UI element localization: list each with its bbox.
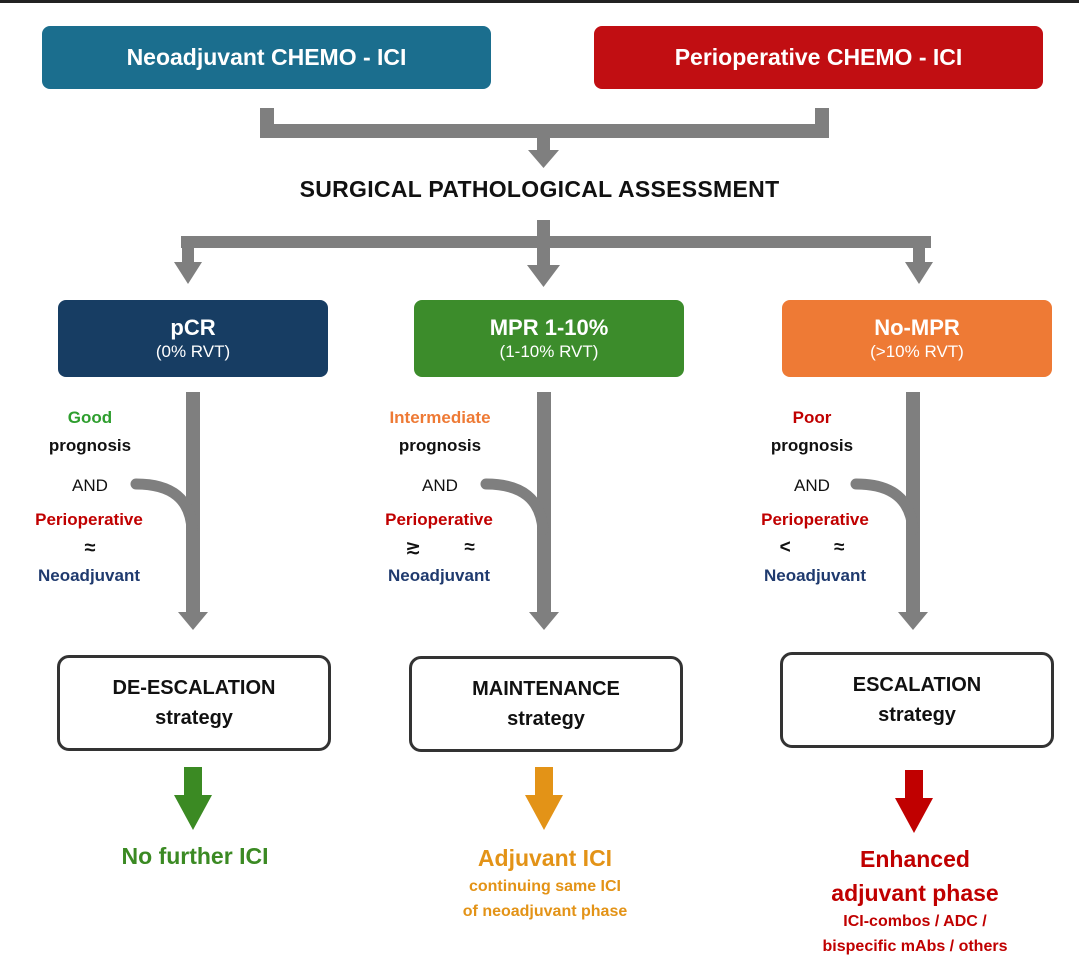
col1-neoadjuvant: Neoadjuvant xyxy=(37,566,141,585)
de-escalation-strategy-box: DE-ESCALATION strategy xyxy=(57,655,331,751)
col2-perioperative: Perioperative xyxy=(385,510,493,529)
split-left-arrow-head xyxy=(174,262,202,284)
col1-merge-curve xyxy=(130,478,198,536)
col3-and: AND xyxy=(794,476,830,495)
col3-prognosis: prognosis xyxy=(770,436,854,455)
outcome-orange-shaft xyxy=(535,767,553,797)
col3-prognosis-word: Poor xyxy=(792,408,832,427)
outcome-orange-head xyxy=(525,795,563,830)
top-border-line xyxy=(0,0,1079,3)
outcome-enhanced-title-2: adjuvant phase xyxy=(831,880,999,906)
col2-merge-curve xyxy=(480,478,549,536)
col1-prognosis-word: Good xyxy=(67,408,113,427)
col3-down-shaft xyxy=(906,392,920,614)
no-mpr-title: No-MPR xyxy=(874,314,960,340)
mpr-title: MPR 1-10% xyxy=(489,314,609,340)
de-escalation-strategy-word: strategy xyxy=(155,707,233,729)
split-mid-arrow-head xyxy=(527,265,560,287)
perioperative-chemo-ici-box: Perioperative CHEMO - ICI xyxy=(594,26,1043,89)
de-escalation-label: DE-ESCALATION xyxy=(112,677,276,699)
outcome-enhanced-title-1: Enhanced xyxy=(860,846,970,872)
mpr-subtitle: (1-10% RVT) xyxy=(499,341,599,361)
pcr-title: pCR xyxy=(170,314,216,340)
col3-down-head xyxy=(898,612,928,630)
col3-neoadjuvant: Neoadjuvant xyxy=(763,566,867,585)
outcome-adjuvant-detail-2: of neoadjuvant phase xyxy=(462,903,628,920)
no-mpr-box: No-MPR (>10% RVT) xyxy=(782,300,1052,377)
col3-relation: < ≈ xyxy=(779,537,845,558)
neoadjuvant-chemo-ici-label: Neoadjuvant CHEMO - ICI xyxy=(126,44,407,70)
maintenance-strategy-box: MAINTENANCE strategy xyxy=(409,656,683,752)
escalation-strategy-word: strategy xyxy=(878,704,956,726)
outcome-green-shaft xyxy=(184,767,202,797)
split-right-arrow-head xyxy=(905,262,933,284)
split-mid-drop xyxy=(537,236,550,270)
col2-prognosis: prognosis xyxy=(398,436,482,455)
outcome-red-head xyxy=(895,798,933,833)
col1-relation: ≈ xyxy=(84,537,96,559)
outcome-adjuvant-ici: Adjuvant ICI xyxy=(477,845,613,871)
outcome-green-head xyxy=(174,795,212,830)
outcome-no-further-ici: No further ICI xyxy=(121,843,269,869)
split-bar xyxy=(181,236,931,248)
surgical-pathological-assessment-heading: SURGICAL PATHOLOGICAL ASSESSMENT xyxy=(299,176,780,202)
split-left-drop xyxy=(182,236,194,266)
col2-neoadjuvant: Neoadjuvant xyxy=(387,566,491,585)
col1-down-head xyxy=(178,612,208,630)
outcome-enhanced-detail-2: bispecific mAbs / others xyxy=(822,938,1008,955)
col1-perioperative: Perioperative xyxy=(35,510,143,529)
col1-down-shaft xyxy=(186,392,200,614)
col3-merge-curve xyxy=(850,478,919,536)
col1-and: AND xyxy=(72,476,108,495)
col1-prognosis: prognosis xyxy=(48,436,132,455)
merge-arrow-head xyxy=(528,150,559,168)
escalation-label: ESCALATION xyxy=(852,674,982,696)
mpr-box: MPR 1-10% (1-10% RVT) xyxy=(414,300,684,377)
split-right-drop xyxy=(913,236,925,266)
neoadjuvant-chemo-ici-box: Neoadjuvant CHEMO - ICI xyxy=(42,26,491,89)
outcome-enhanced-detail-1: ICI-combos / ADC / xyxy=(843,913,987,930)
col2-down-head xyxy=(529,612,559,630)
pcr-box: pCR (0% RVT) xyxy=(58,300,328,377)
col3-perioperative: Perioperative xyxy=(761,510,869,529)
merge-bracket-bar xyxy=(260,124,829,138)
maintenance-strategy-word: strategy xyxy=(507,708,585,730)
col2-and: AND xyxy=(422,476,458,495)
outcome-adjuvant-detail-1: continuing same ICI xyxy=(468,878,621,895)
pcr-subtitle: (0% RVT) xyxy=(155,341,231,361)
no-mpr-subtitle: (>10% RVT) xyxy=(870,341,964,361)
perioperative-chemo-ici-label: Perioperative CHEMO - ICI xyxy=(674,44,963,70)
col2-prognosis-word: Intermediate xyxy=(389,408,491,427)
maintenance-label: MAINTENANCE xyxy=(472,678,620,700)
col2-down-shaft xyxy=(537,392,551,614)
outcome-red-shaft xyxy=(905,770,923,800)
col2-relation: ≳ ≈ xyxy=(405,537,475,558)
escalation-strategy-box: ESCALATION strategy xyxy=(780,652,1054,748)
